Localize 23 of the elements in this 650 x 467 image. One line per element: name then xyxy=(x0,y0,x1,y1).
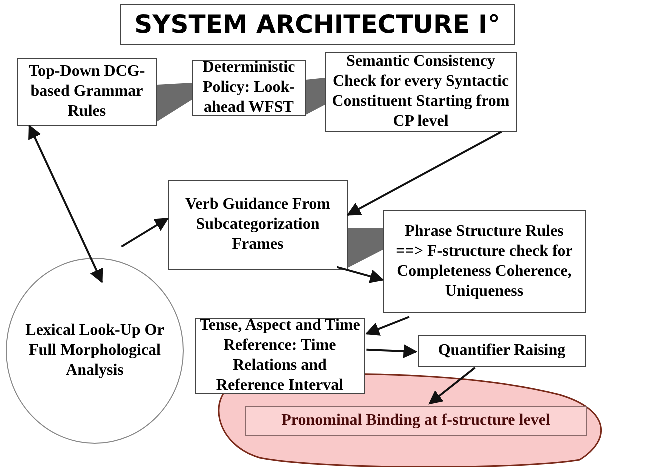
process-box xyxy=(245,406,587,436)
process-box xyxy=(192,60,306,116)
node-text: Lexical Look-Up Or Full Morphological Analysis xyxy=(24,321,166,381)
node-text: Phrase Structure Rules ==> F-structure check for Completeness Coherence, Uniqueness xyxy=(395,222,574,302)
process-box xyxy=(383,210,586,313)
arrow xyxy=(346,131,502,216)
node-text: Pronominal Binding at f-structure level xyxy=(280,411,552,431)
process-box xyxy=(168,180,348,270)
node-text: Semantic Consistency Check for every Syntactic Constituent Starting from CP level xyxy=(331,52,511,132)
arrow xyxy=(428,367,476,405)
arrow xyxy=(336,266,384,284)
process-box xyxy=(17,58,157,126)
node-text: Top-Down DCG-based Grammar Rules xyxy=(28,62,146,122)
arrow xyxy=(121,218,170,248)
node-text: Deterministic Policy: Look-ahead WFST xyxy=(202,58,296,118)
node-text: Verb Guidance From Subcategorization Frames xyxy=(184,195,332,255)
arrow xyxy=(28,124,104,284)
arrow xyxy=(366,344,418,358)
title-box: SYSTEM ARCHITECTURE I° xyxy=(120,4,515,45)
node-text: Tense, Aspect and Time Reference: Time Relations and Reference Interval xyxy=(198,316,362,396)
arrow xyxy=(365,316,410,336)
node-text: Quantifier Raising xyxy=(437,341,567,361)
process-box xyxy=(418,335,586,367)
